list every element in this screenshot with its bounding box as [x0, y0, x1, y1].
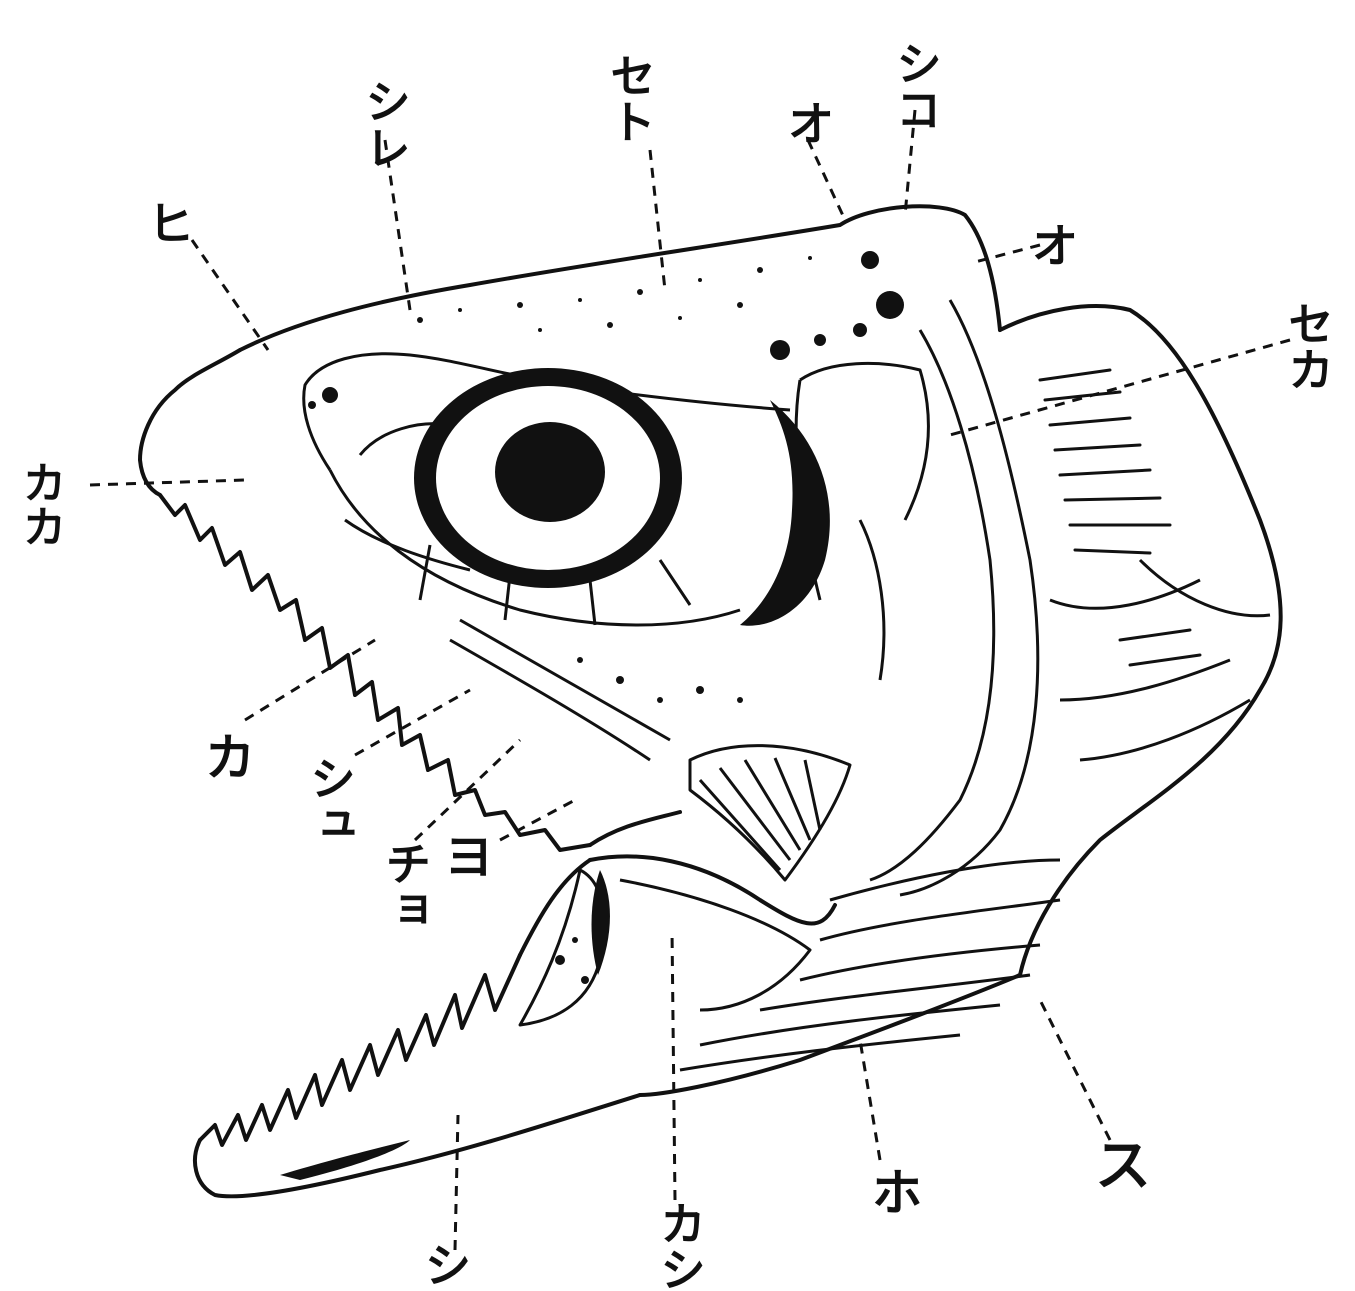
label-shu: シュ	[303, 755, 357, 847]
label-yo: ヨ	[436, 830, 494, 880]
jaw-shading	[280, 870, 610, 1180]
label-ho: ホ	[872, 1164, 922, 1222]
skull-outline	[140, 206, 1281, 1196]
label-cho: チョ	[378, 840, 432, 932]
label-kaka: カカ	[15, 460, 66, 548]
label-hi: ヒ	[148, 197, 194, 251]
label-ka: カ	[205, 729, 255, 787]
eye	[414, 368, 682, 588]
label-o-right: オ	[1032, 219, 1078, 273]
label-o-left: オ	[788, 97, 834, 151]
label-su: ス	[1095, 1134, 1151, 1199]
orbit-crescent	[740, 400, 830, 626]
label-seto: セト	[603, 52, 657, 144]
label-shiko: シコ	[889, 40, 943, 132]
label-kashi: カシ	[653, 1200, 707, 1291]
leader-lines	[90, 110, 1290, 1250]
label-shi: シ	[425, 1239, 471, 1291]
opercle-hatching	[1040, 370, 1200, 665]
label-shire: シレ	[358, 78, 412, 170]
label-seka: セカ	[1281, 300, 1335, 392]
